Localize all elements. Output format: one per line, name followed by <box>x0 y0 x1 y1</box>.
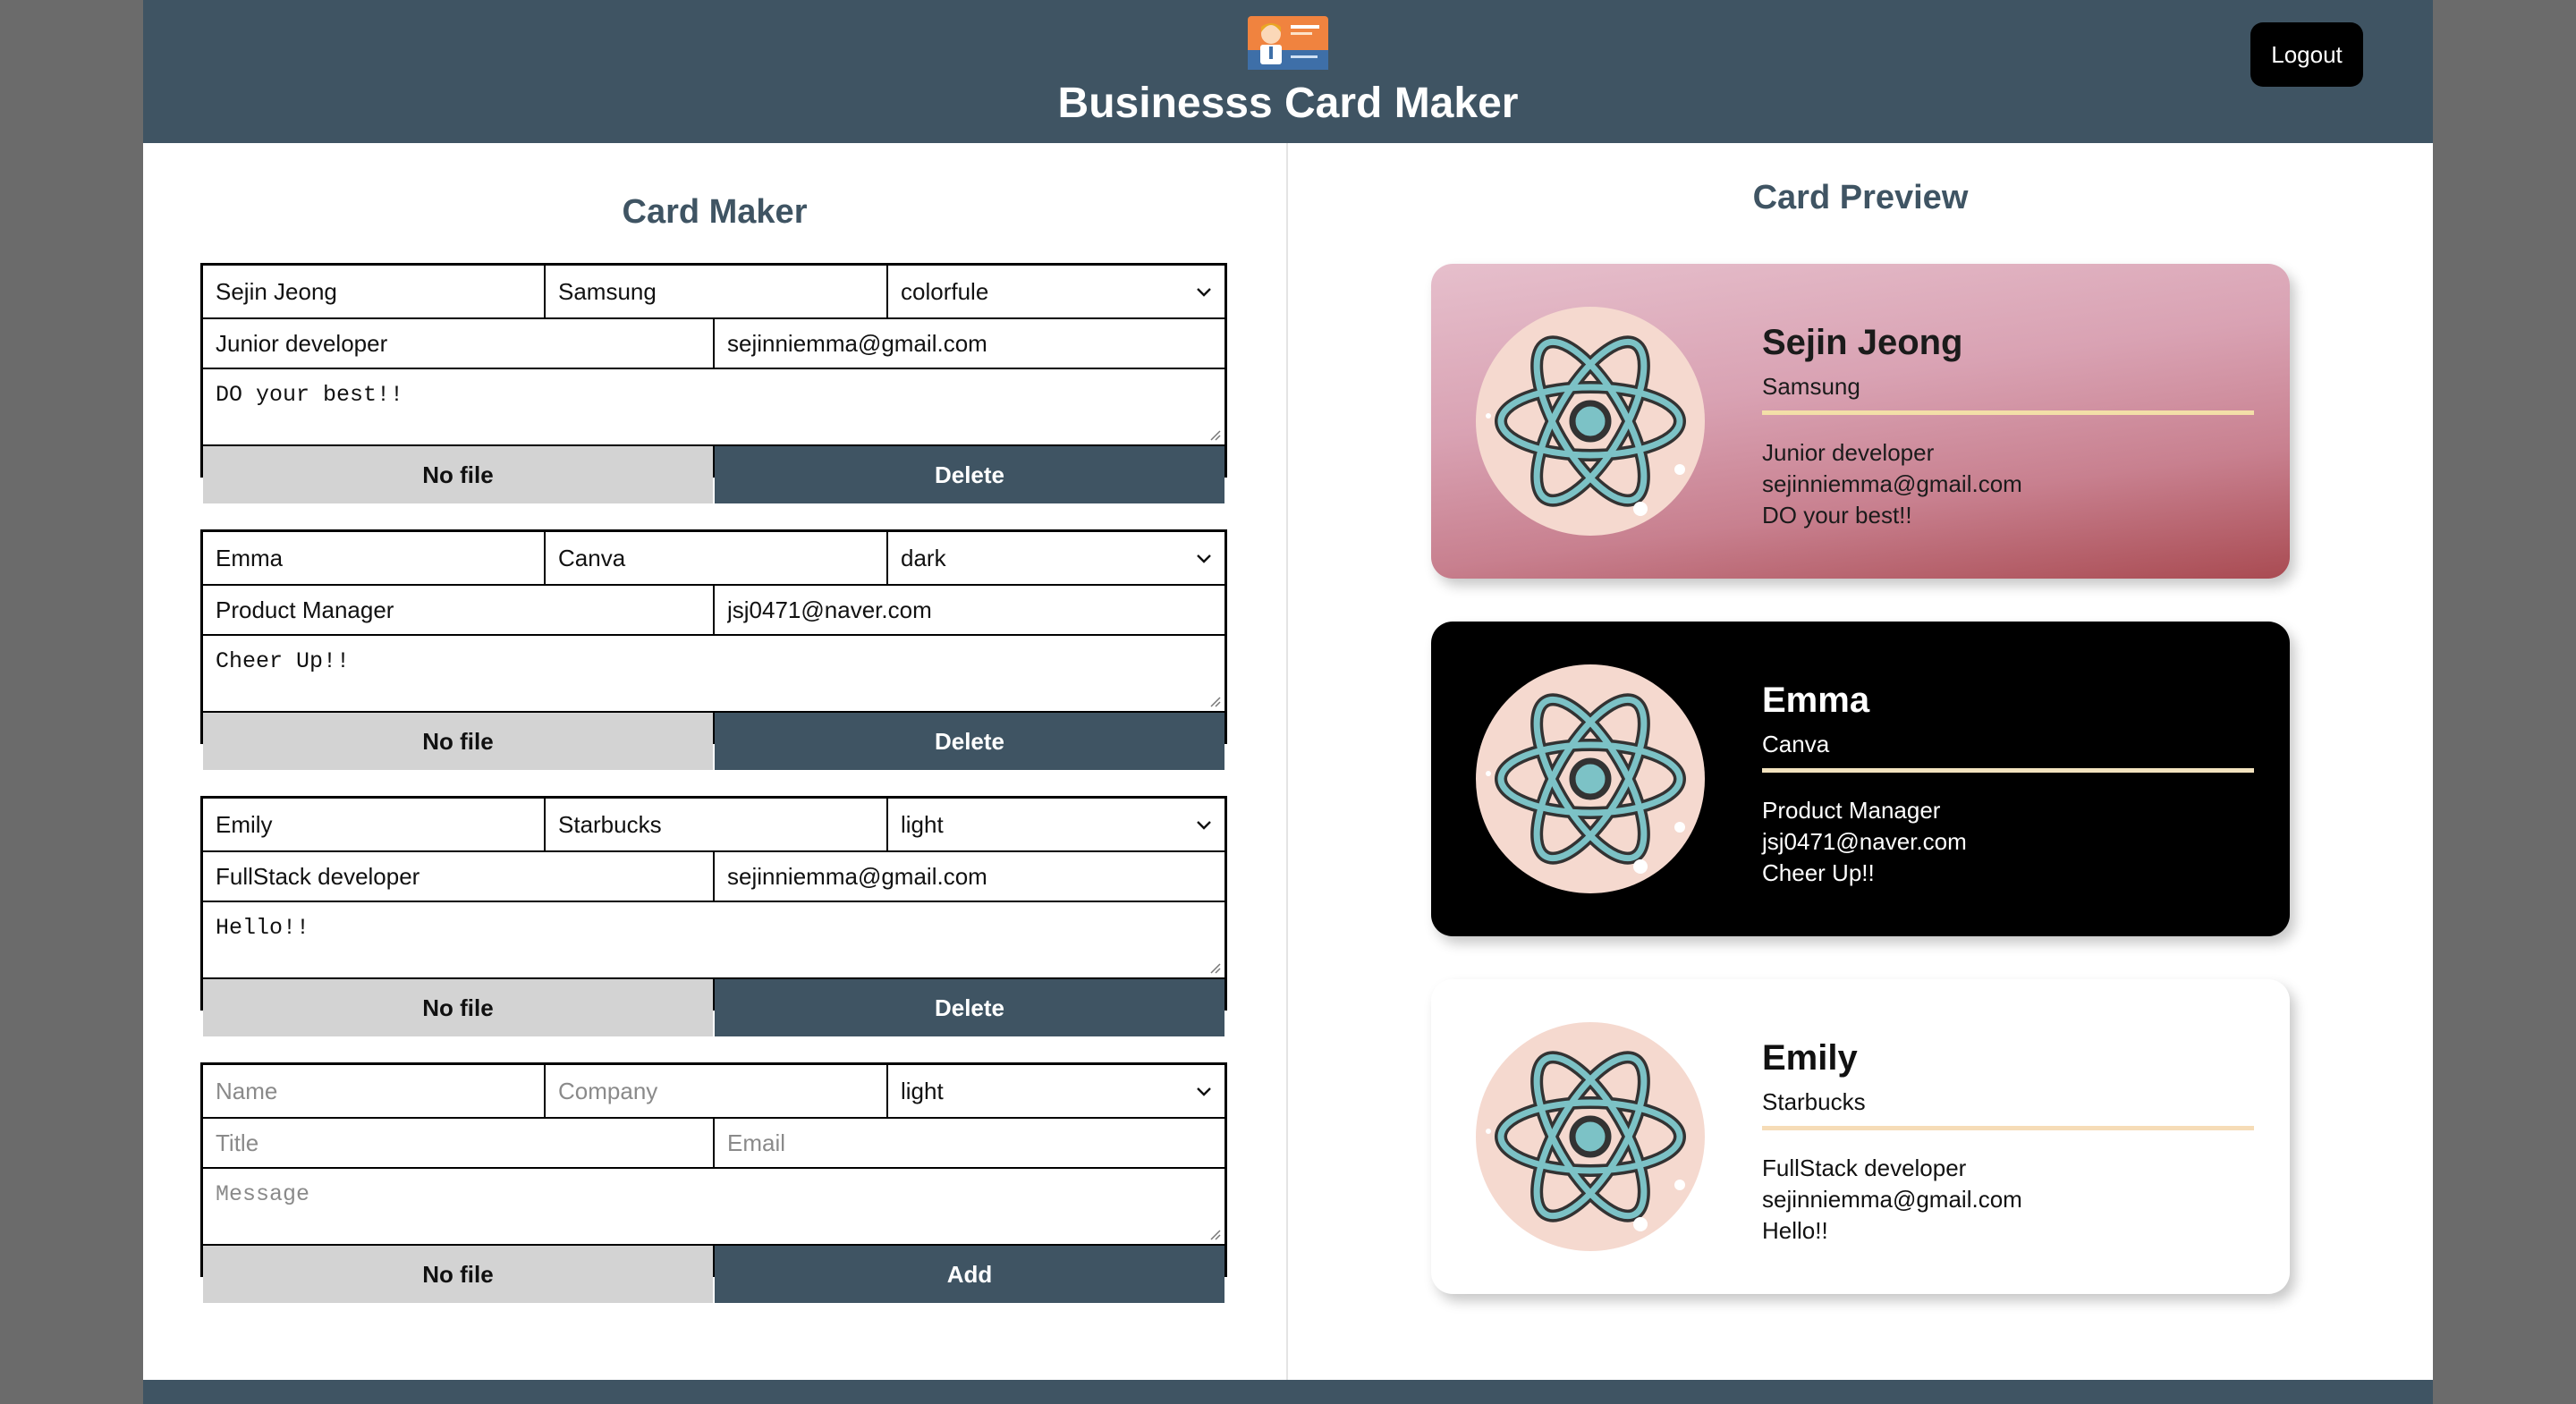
email-input[interactable] <box>715 319 1224 368</box>
message-textarea[interactable]: DO your best!! <box>203 369 1224 444</box>
card-edit-form: dark Cheer Up!! No file Delete <box>200 529 1227 770</box>
message-textarea[interactable]: Hello!! <box>203 902 1224 977</box>
chevron-down-icon <box>1197 821 1211 830</box>
delete-button[interactable]: Delete <box>715 446 1224 503</box>
atom-icon <box>1486 1051 1686 1231</box>
card-name: Emma <box>1762 681 1870 720</box>
atom-icon <box>1486 693 1686 874</box>
card-email: jsj0471@naver.com <box>1762 828 1967 855</box>
company-input[interactable] <box>546 1065 886 1117</box>
card-company: Samsung <box>1762 373 1860 400</box>
panel-divider <box>1286 143 1288 1380</box>
message-textarea[interactable]: Cheer Up!! <box>203 636 1224 711</box>
company-input[interactable] <box>546 266 886 317</box>
theme-select[interactable]: dark <box>888 532 1224 584</box>
footer <box>143 1380 2433 1404</box>
app-title: Businesss Card Maker <box>1057 80 1519 127</box>
file-upload-button[interactable]: No file <box>203 979 713 1036</box>
name-input[interactable] <box>203 532 544 584</box>
theme-select[interactable]: light <box>888 1065 1224 1117</box>
email-input[interactable] <box>715 586 1224 634</box>
card-edit-form: light Hello!! No file Delete <box>200 796 1227 1036</box>
preview-card: Emma Canva Product Manager jsj0471@naver… <box>1431 622 2290 936</box>
preview-card: Emily Starbucks FullStack developer seji… <box>1431 979 2290 1294</box>
avatar <box>1476 307 1705 536</box>
chevron-down-icon <box>1197 1087 1211 1096</box>
title-input[interactable] <box>203 1119 713 1167</box>
theme-select-value: light <box>901 810 944 838</box>
email-input[interactable] <box>715 1119 1224 1167</box>
avatar <box>1476 664 1705 893</box>
resize-handle-icon[interactable] <box>1208 1228 1221 1240</box>
card-email: sejinniemma@gmail.com <box>1762 470 2022 497</box>
atom-icon <box>1486 335 1686 516</box>
header: Businesss Card Maker Logout <box>143 0 2433 143</box>
delete-button[interactable]: Delete <box>715 713 1224 770</box>
name-input[interactable] <box>203 266 544 317</box>
chevron-down-icon <box>1197 554 1211 563</box>
file-upload-button[interactable]: No file <box>203 1246 713 1303</box>
preview-card: Sejin Jeong Samsung Junior developer sej… <box>1431 264 2290 579</box>
add-button[interactable]: Add <box>715 1246 1224 1303</box>
chevron-down-icon <box>1197 288 1211 297</box>
title-input[interactable] <box>203 319 713 368</box>
card-message: Cheer Up!! <box>1762 859 1875 886</box>
card-add-form: light No file Add <box>200 1062 1227 1303</box>
card-title: Junior developer <box>1762 439 1935 466</box>
card-message: DO your best!! <box>1762 502 1912 529</box>
card-email: sejinniemma@gmail.com <box>1762 1186 2022 1213</box>
logout-button[interactable]: Logout <box>2250 22 2363 87</box>
card-company: Canva <box>1762 731 1830 757</box>
theme-select[interactable]: colorfule <box>888 266 1224 317</box>
file-upload-button[interactable]: No file <box>203 713 713 770</box>
card-title: FullStack developer <box>1762 1154 1967 1181</box>
theme-select-value: dark <box>901 544 946 571</box>
app: Businesss Card Maker Logout Card Maker c… <box>143 0 2433 1404</box>
file-upload-button[interactable]: No file <box>203 446 713 503</box>
card-message: Hello!! <box>1762 1217 1828 1244</box>
title-input[interactable] <box>203 852 713 901</box>
name-input[interactable] <box>203 1065 544 1117</box>
card-divider <box>1762 768 2254 773</box>
theme-select[interactable]: light <box>888 799 1224 850</box>
card-divider <box>1762 1126 2254 1130</box>
card-preview-title: Card Preview <box>1752 179 1969 216</box>
message-textarea[interactable] <box>203 1169 1224 1244</box>
card-maker-title: Card Maker <box>622 193 808 231</box>
company-input[interactable] <box>546 799 886 850</box>
card-edit-form: colorfule DO your best!! No file Delete <box>200 263 1227 503</box>
card-name: Sejin Jeong <box>1762 323 1963 362</box>
card-title: Product Manager <box>1762 797 1941 824</box>
avatar <box>1476 1022 1705 1251</box>
name-input[interactable] <box>203 799 544 850</box>
card-company: Starbucks <box>1762 1088 1866 1115</box>
resize-handle-icon[interactable] <box>1208 428 1221 441</box>
resize-handle-icon[interactable] <box>1208 695 1221 707</box>
resize-handle-icon[interactable] <box>1208 961 1221 974</box>
theme-select-value: colorfule <box>901 277 989 305</box>
delete-button[interactable]: Delete <box>715 979 1224 1036</box>
card-name: Emily <box>1762 1038 1858 1078</box>
card-divider <box>1762 410 2254 415</box>
email-input[interactable] <box>715 852 1224 901</box>
title-input[interactable] <box>203 586 713 634</box>
company-input[interactable] <box>546 532 886 584</box>
theme-select-value: light <box>901 1077 944 1104</box>
business-card-icon <box>1248 16 1328 70</box>
